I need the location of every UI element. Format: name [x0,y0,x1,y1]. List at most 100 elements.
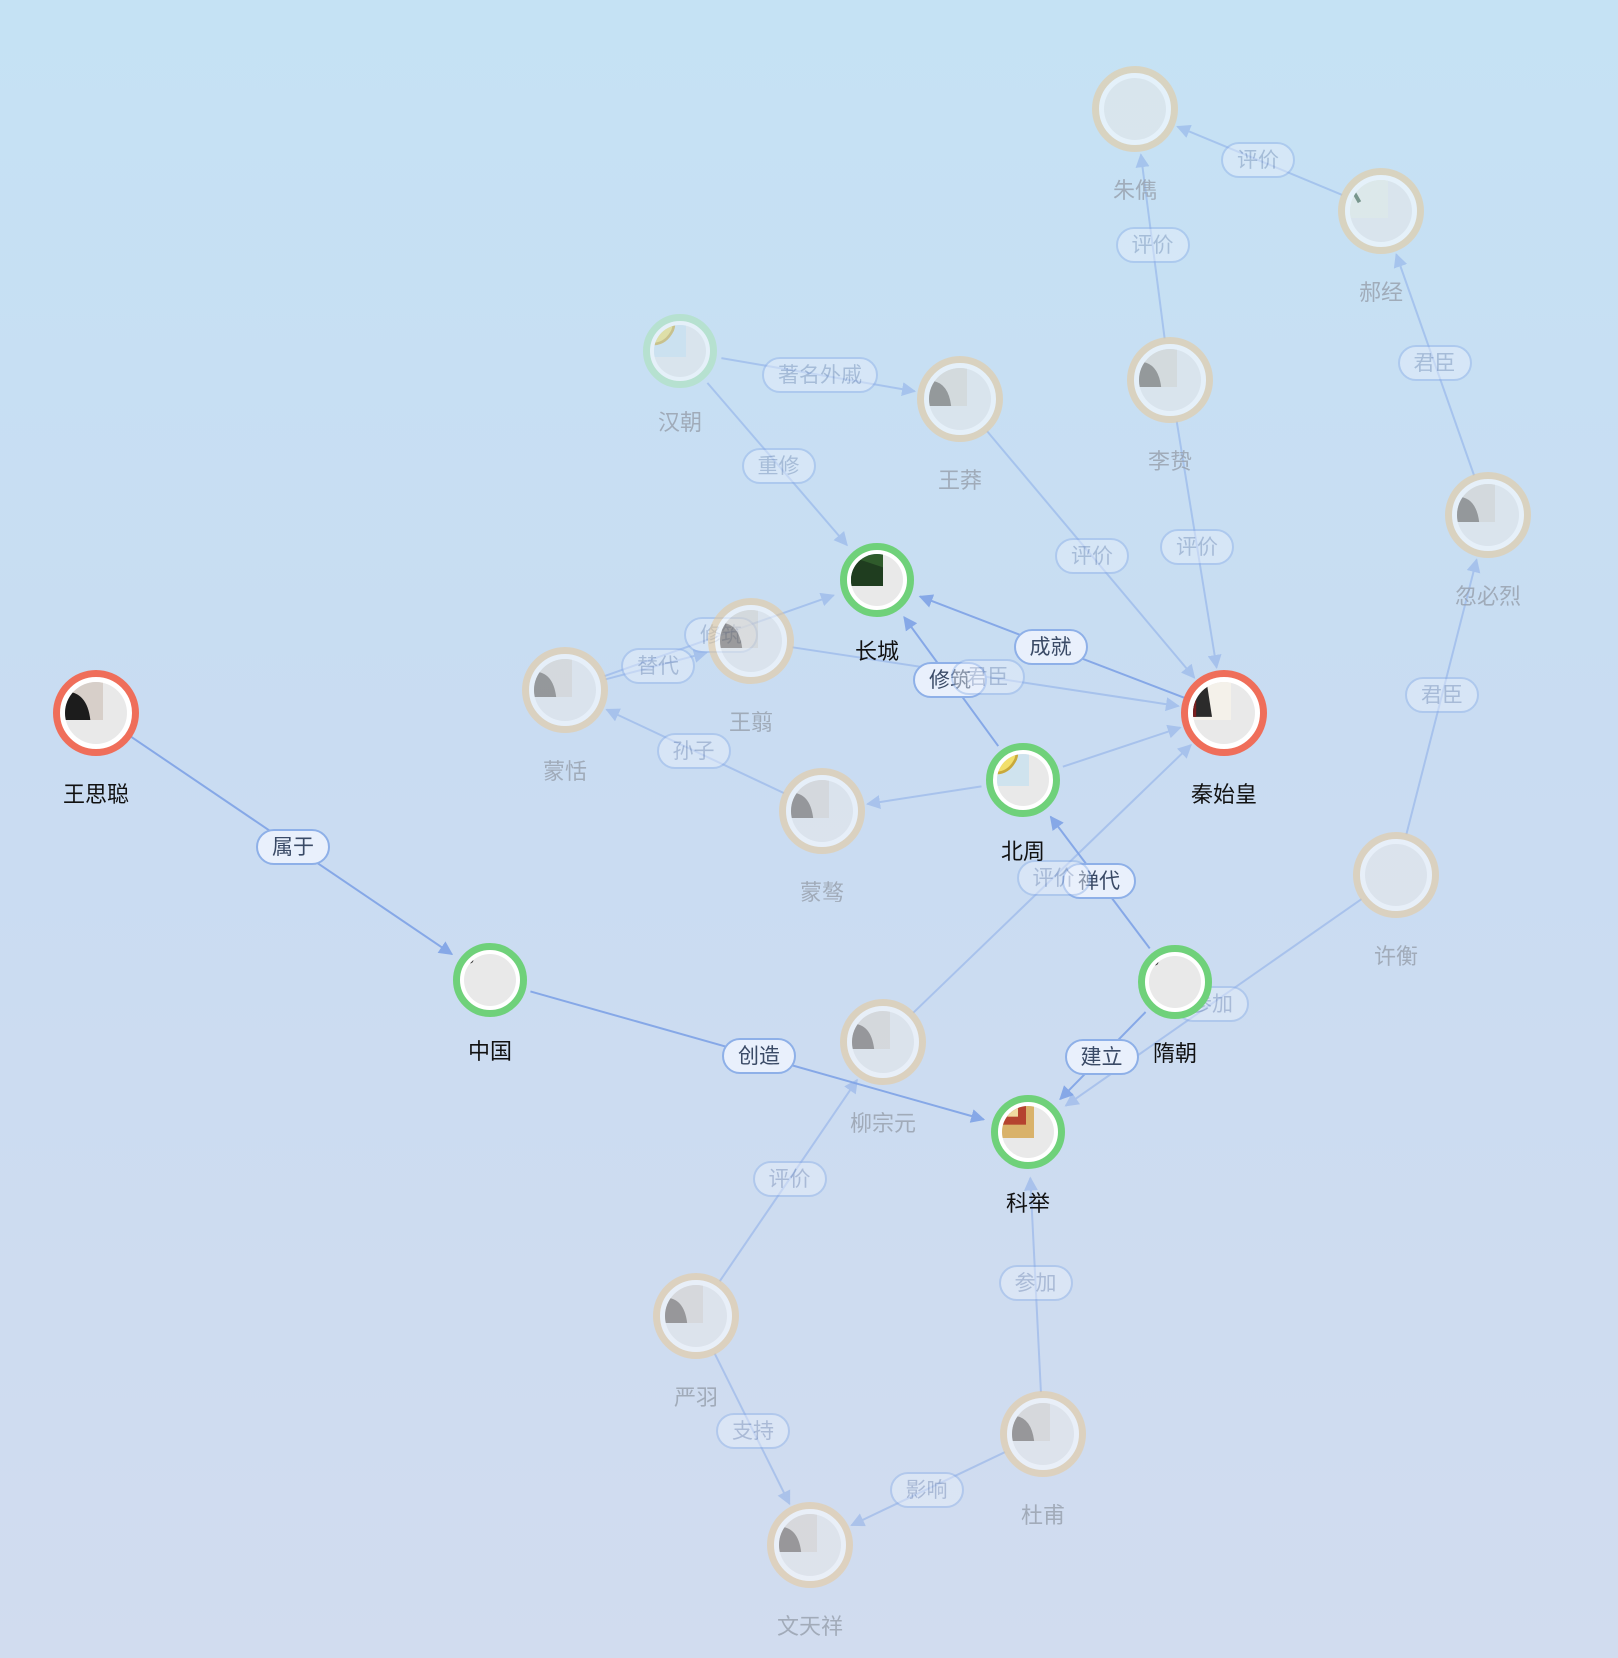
graph-icon [464,954,516,1006]
edge-haojing-zhujuan[interactable] [1176,124,1343,196]
node-label-wangsicong: 王思聪 [62,783,130,808]
edge-dufu-keju[interactable] [1023,1176,1042,1393]
node-label-liuzongyuan: 柳宗元 [849,1112,917,1137]
node-label-beizhou: 北周 [1000,840,1046,865]
node-dufu[interactable] [1000,1391,1086,1477]
edge-label-zhongguo-keju[interactable]: 创造 [722,1038,796,1074]
edge-hubilie-haojing[interactable] [1393,253,1475,476]
node-liuzongyuan[interactable] [840,999,926,1085]
edge-wangmang-qinshihuang[interactable] [986,430,1196,679]
node-label-wangjian: 王翦 [728,711,774,736]
node-qinshihuang[interactable] [1181,670,1267,756]
edge-yanyu-liuzongyuan[interactable] [718,1078,858,1282]
node-hanchao[interactable] [643,314,717,388]
node-suichao[interactable] [1138,945,1212,1019]
edge-mengao-mengtian[interactable] [605,708,785,795]
edge-label-wangsicong-zhongguo[interactable]: 属于 [256,828,330,865]
node-label-zhujuan: 朱儁 [1112,179,1158,204]
edge-dufu-wentianxiang[interactable] [850,1451,1006,1527]
node-label-suichao: 隋朝 [1152,1042,1198,1067]
edge-label-yanyu-liuzongyuan[interactable]: 评价 [752,1161,827,1197]
landscape-photo-icon [851,554,903,606]
edge-label-hanchao-changcheng[interactable]: 重修 [741,447,816,484]
node-zhongguo[interactable] [453,943,527,1017]
edge-label-lizhi-zhujuan[interactable]: 评价 [1115,226,1190,263]
edge-yanyu-wentianxiang[interactable] [713,1353,791,1506]
edge-label-beizhou-changcheng[interactable]: 修筑 [913,662,987,698]
edge-label-wangjian-qinshihuang[interactable]: 君臣 [950,659,1025,695]
node-label-mengtian: 蒙恬 [542,760,588,785]
edge-beizhou-mengao[interactable] [866,785,982,809]
exam-painting-icon [1002,1106,1054,1158]
edge-liuzongyuan-qinshihuang[interactable] [912,743,1192,1014]
portrait-icon [534,659,596,721]
figure-drawing-icon [1350,180,1412,242]
edge-label-yanyu-wentianxiang[interactable]: 支持 [716,1412,790,1449]
node-beizhou[interactable] [986,743,1060,817]
portrait-icon [665,1285,727,1347]
node-keju[interactable] [991,1095,1065,1169]
node-yanyu[interactable] [653,1273,739,1359]
node-zhujuan[interactable] [1092,66,1178,152]
node-label-wentianxiang: 文天祥 [776,1615,844,1640]
portrait-icon [720,610,782,672]
graph-icon [1104,78,1166,140]
node-hubilie[interactable] [1445,472,1531,558]
portrait-icon [852,1011,914,1073]
portrait-icon [1457,484,1519,546]
node-label-wangmang: 王莽 [937,469,983,494]
node-wangjian[interactable] [708,598,794,684]
portrait-icon [779,1514,841,1576]
edge-label-xuheng-hubilie[interactable]: 君臣 [1405,677,1479,713]
node-label-hanchao: 汉朝 [657,411,703,436]
node-label-qinshihuang: 秦始皇 [1190,783,1258,808]
node-wangsicong[interactable] [53,670,139,756]
node-label-mengao: 蒙骜 [799,881,845,906]
node-label-keju: 科举 [1005,1192,1051,1217]
edge-label-liuzongyuan-qinshihuang[interactable]: 评价 [1016,859,1091,896]
node-mengtian[interactable] [522,647,608,733]
edge-label-mengao-mengtian[interactable]: 孙子 [656,732,731,769]
node-label-dufu: 杜甫 [1020,1504,1066,1529]
portrait-icon [1139,349,1201,411]
graph-icon [1365,844,1427,906]
node-haojing[interactable] [1338,168,1424,254]
portrait-icon [791,780,853,842]
edge-label-dufu-wentianxiang[interactable]: 影响 [889,1471,964,1508]
edge-xuheng-hubilie[interactable] [1405,558,1481,835]
node-label-hubilie: 忽必烈 [1454,585,1522,610]
map-icon [997,754,1049,806]
node-label-zhongguo: 中国 [467,1040,513,1065]
portrait-icon [929,368,991,430]
edge-label-dufu-keju[interactable]: 参加 [998,1265,1073,1301]
node-label-yanyu: 严羽 [673,1386,719,1411]
edge-hanchao-changcheng[interactable] [706,382,848,547]
edge-lizhi-zhujuan[interactable] [1135,153,1166,339]
graph-icon [1149,956,1201,1008]
node-label-lizhi: 李贽 [1147,450,1193,475]
edge-label-hubilie-haojing[interactable]: 君臣 [1397,345,1472,381]
edge-label-lizhi-qinshihuang[interactable]: 评价 [1160,528,1234,565]
edge-label-mengtian-wangjian[interactable]: 替代 [621,647,695,684]
node-xuheng[interactable] [1353,832,1439,918]
node-wangmang[interactable] [917,356,1003,442]
node-wentianxiang[interactable] [767,1502,853,1588]
edge-label-suichao-keju[interactable]: 建立 [1064,1039,1139,1075]
node-changcheng[interactable] [840,543,914,617]
node-mengao[interactable] [779,768,865,854]
node-label-haojing: 郝经 [1358,281,1404,306]
edge-label-hanchao-wangmang[interactable]: 著名外戚 [762,357,878,393]
node-label-changcheng: 长城 [854,640,900,665]
edge-label-qinshihuang-changcheng[interactable]: 成就 [1013,628,1088,665]
edge-hanchao-wangmang[interactable] [721,357,917,396]
node-lizhi[interactable] [1127,337,1213,423]
portrait-icon [1012,1403,1074,1465]
node-label-xuheng: 许衡 [1373,945,1419,970]
person-photo-icon [65,682,127,744]
edge-label-haojing-zhujuan[interactable]: 评价 [1221,142,1295,178]
map-icon [654,325,706,377]
edge-lizhi-qinshihuang[interactable] [1175,421,1222,669]
edge-label-wangmang-qinshihuang[interactable]: 评价 [1055,538,1129,574]
edge-beizhou-qinshihuang[interactable] [1062,724,1182,768]
